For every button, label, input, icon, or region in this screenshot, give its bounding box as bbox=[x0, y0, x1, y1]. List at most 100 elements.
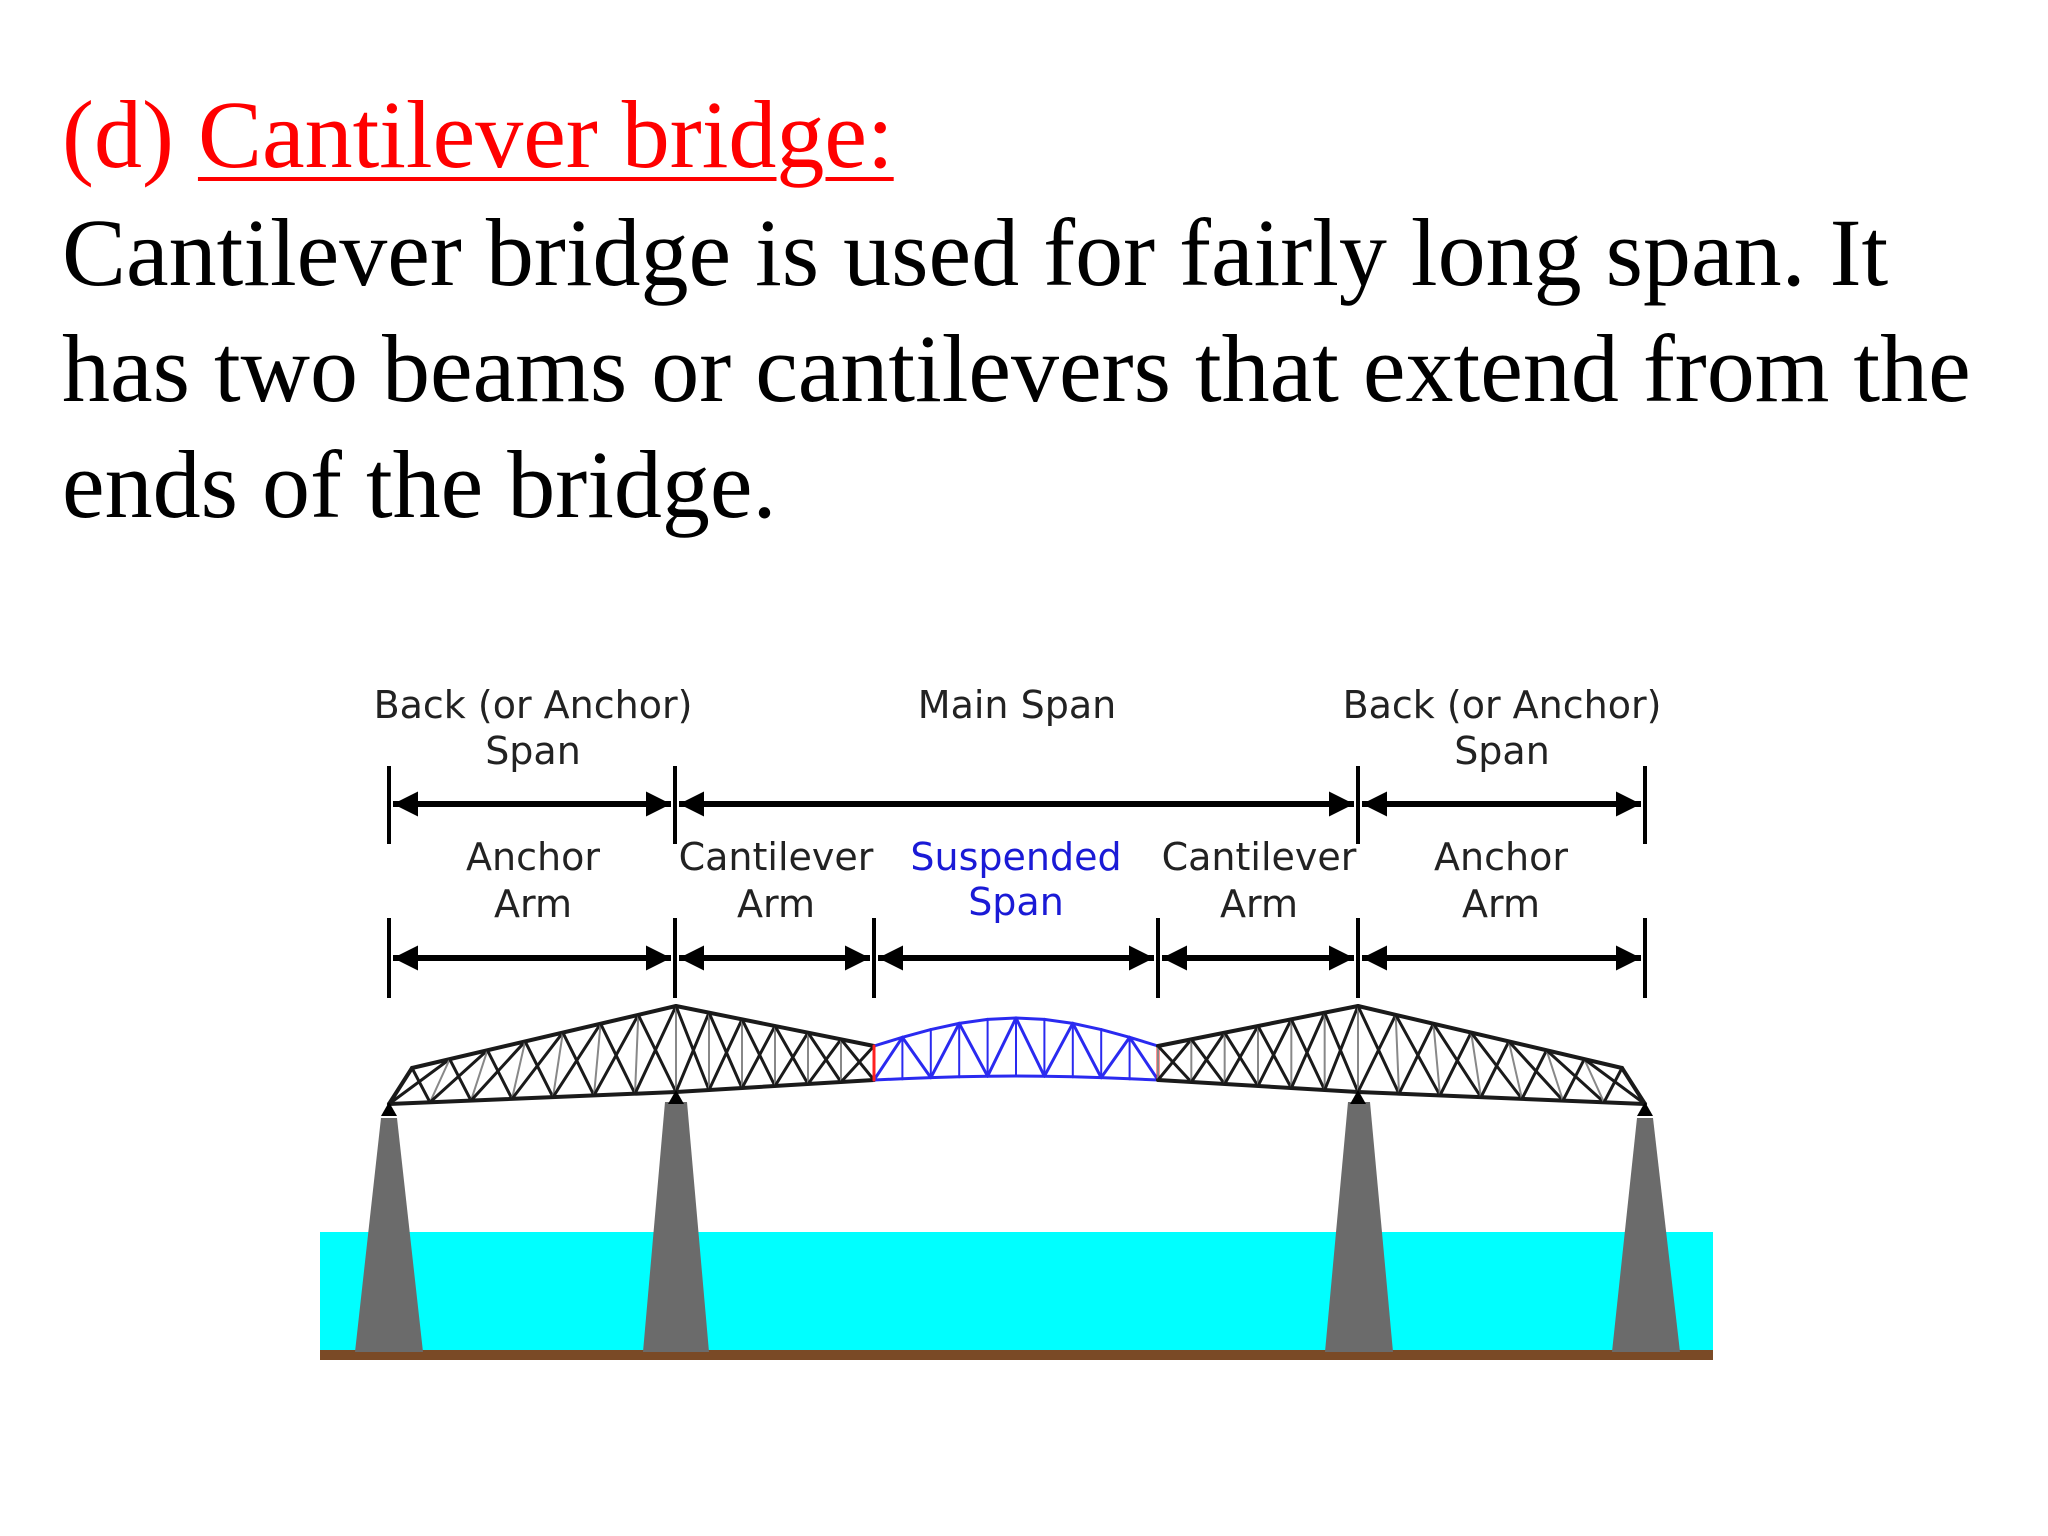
truss-member bbox=[773, 1031, 810, 1088]
truss-member bbox=[1394, 1013, 1400, 1095]
back-span-right-label-line2: Span bbox=[1454, 729, 1550, 773]
truss-member bbox=[740, 1017, 777, 1088]
truss-member bbox=[1156, 1044, 1193, 1084]
truss-member bbox=[1014, 1016, 1046, 1021]
bridge-truss bbox=[381, 1004, 1653, 1116]
truss-member bbox=[1156, 1037, 1193, 1082]
truss-member bbox=[1432, 1022, 1441, 1097]
pier-bearing bbox=[1350, 1090, 1366, 1104]
truss-member bbox=[1470, 1031, 1482, 1099]
truss-member bbox=[1356, 1013, 1398, 1094]
truss-member bbox=[428, 1048, 489, 1104]
truss-member bbox=[1438, 1031, 1473, 1097]
truss-member bbox=[387, 1057, 452, 1106]
truss-member bbox=[957, 1017, 990, 1025]
truss-member bbox=[1099, 1035, 1132, 1080]
truss-member bbox=[1583, 1058, 1605, 1104]
truss-member bbox=[410, 1004, 678, 1070]
pier bbox=[643, 1102, 709, 1352]
pier bbox=[1612, 1118, 1680, 1352]
truss-member bbox=[806, 1037, 843, 1086]
suspended-span-label-line1: Suspended bbox=[910, 835, 1121, 879]
truss-member bbox=[773, 1024, 810, 1086]
truss-member bbox=[1561, 1057, 1586, 1103]
truss-member bbox=[1014, 1016, 1046, 1078]
water bbox=[320, 1232, 1713, 1352]
truss-member bbox=[1128, 1035, 1160, 1048]
truss-member bbox=[387, 1090, 678, 1106]
truss-member bbox=[636, 1013, 678, 1094]
truss-member bbox=[900, 1028, 933, 1039]
truss-member bbox=[1042, 1017, 1075, 1025]
truss-member bbox=[957, 1021, 990, 1078]
truss-member bbox=[1397, 1022, 1435, 1096]
truss-member bbox=[707, 1011, 744, 1090]
anchor-arm-left-label-line2: Arm bbox=[494, 882, 572, 926]
cantilever-arm-left-label-line1: Cantilever bbox=[679, 835, 874, 879]
truss-member bbox=[929, 1075, 961, 1080]
truss-member bbox=[387, 1066, 414, 1106]
truss-member bbox=[1223, 1024, 1260, 1086]
truss-member bbox=[551, 1022, 603, 1099]
anchor-arm-right-label-line1: Anchor bbox=[1434, 835, 1568, 879]
truss-member bbox=[900, 1076, 933, 1081]
pier bbox=[1325, 1102, 1393, 1352]
truss-member bbox=[1189, 1031, 1227, 1084]
truss-member bbox=[872, 1077, 904, 1082]
truss-member bbox=[593, 1022, 602, 1097]
truss-member bbox=[448, 1057, 473, 1103]
truss-member bbox=[1545, 1049, 1564, 1102]
truss-member bbox=[1256, 1017, 1293, 1088]
pier bbox=[355, 1118, 423, 1352]
truss-member bbox=[410, 1066, 432, 1104]
span-ticks bbox=[387, 766, 1647, 998]
truss-member bbox=[1479, 1039, 1511, 1099]
truss-member bbox=[561, 1031, 596, 1097]
body-line: Cantilever bridge is used for fairly lon… bbox=[62, 199, 1889, 306]
truss-member bbox=[633, 1004, 678, 1096]
truss-member bbox=[986, 1016, 1018, 1021]
slide-body: Cantilever bridge is used for fairly lon… bbox=[62, 195, 2032, 543]
pier-bearing bbox=[381, 1102, 397, 1116]
truss-member bbox=[1071, 1075, 1103, 1080]
truss-member bbox=[1099, 1076, 1132, 1081]
truss-member bbox=[1071, 1021, 1103, 1080]
truss-member bbox=[986, 1016, 1018, 1078]
back-span-left-label-line2: Span bbox=[485, 729, 581, 773]
truss-member bbox=[485, 1048, 514, 1101]
truss-member bbox=[1289, 1011, 1327, 1090]
back-span-left-label-line1: Back (or Anchor) bbox=[374, 683, 693, 727]
truss-member bbox=[634, 1013, 640, 1095]
back-span-right-label-line1: Back (or Anchor) bbox=[1343, 683, 1662, 727]
truss-member bbox=[957, 1074, 990, 1079]
truss-member bbox=[1256, 1024, 1293, 1090]
truss-member bbox=[929, 1021, 961, 1080]
ground bbox=[320, 1350, 1713, 1360]
truss-member bbox=[552, 1031, 564, 1099]
truss-member bbox=[674, 1011, 711, 1094]
truss-member bbox=[469, 1039, 527, 1103]
truss-member bbox=[1071, 1021, 1103, 1032]
truss-member bbox=[1289, 1017, 1327, 1092]
truss-member bbox=[470, 1049, 489, 1102]
truss-member bbox=[510, 1031, 565, 1101]
cantilever-arm-right-label-line2: Arm bbox=[1220, 882, 1298, 926]
truss-member bbox=[839, 1037, 876, 1082]
heading-title: Cantilever bridge: bbox=[197, 81, 894, 188]
body-line: ends of the bridge. bbox=[62, 431, 777, 538]
truss-member bbox=[429, 1058, 451, 1104]
pier-bearing bbox=[1637, 1102, 1653, 1116]
span-arrows bbox=[393, 791, 1641, 971]
truss-member bbox=[1128, 1077, 1160, 1082]
truss-member bbox=[1099, 1028, 1132, 1039]
truss-member bbox=[1507, 1040, 1523, 1100]
truss-member bbox=[523, 1039, 555, 1099]
truss-member bbox=[1042, 1021, 1075, 1078]
body-line: has two beams or cantilevers that extend… bbox=[62, 315, 1971, 422]
pier-bearing bbox=[668, 1090, 684, 1104]
anchor-arm-right-label-line2: Arm bbox=[1462, 882, 1540, 926]
truss-member bbox=[592, 1013, 640, 1097]
truss-member bbox=[1520, 1048, 1549, 1101]
heading-prefix: (d) bbox=[62, 81, 198, 188]
